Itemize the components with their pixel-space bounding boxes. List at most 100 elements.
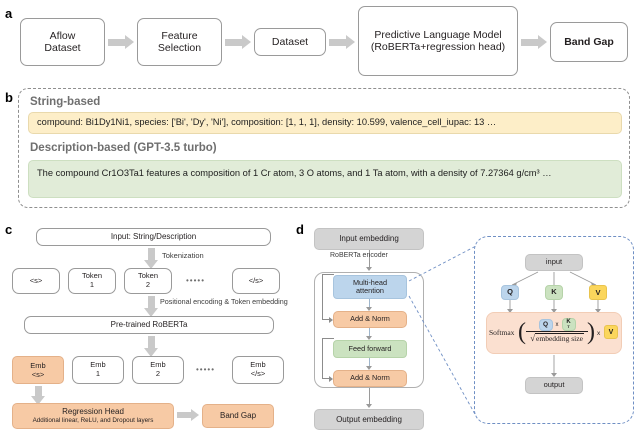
plm-line1: Predictive Language Model xyxy=(374,28,502,41)
embedding-box-start-line1: Emb xyxy=(30,361,46,370)
attention-output-label: output xyxy=(543,380,565,390)
input-embedding-label: Input embedding xyxy=(339,234,399,244)
token-box-start: <s> xyxy=(12,268,60,294)
description-based-example-strip: The compound Cr1O3Ta1 features a composi… xyxy=(28,160,622,198)
arrowhead-mha-to-addnorm1 xyxy=(366,307,372,311)
token-box-1-line2: 1 xyxy=(89,280,95,289)
feed-forward-box: Feed forward xyxy=(333,340,407,358)
arrow-regression-to-bandgap xyxy=(177,409,199,422)
attention-input-label: input xyxy=(545,257,563,267)
attention-input-box: input xyxy=(525,254,583,271)
key-box: K xyxy=(545,285,563,300)
add-norm-label-1: Add & Norm xyxy=(350,314,390,324)
predictive-language-model-box: Predictive Language Model (RoBERTa+regre… xyxy=(358,6,518,76)
pretrained-roberta-box: Pre-trained RoBERTa xyxy=(24,316,274,334)
token-box-1-line1: Token xyxy=(81,271,102,281)
embedding-box-start-line2: <s> xyxy=(31,370,45,379)
string-based-example-strip: compound: Bi1Dy1Ni1, species: ['Bi', 'Dy… xyxy=(28,112,622,134)
residual-line-1-bottom xyxy=(322,319,330,320)
arrowhead-residual-1 xyxy=(329,316,333,323)
outer-value-label: V xyxy=(608,328,614,336)
embedding-box-2: Emb 2 xyxy=(132,356,184,384)
numerator-q-box: Q xyxy=(538,318,553,331)
embedding-box-1: Emb 1 xyxy=(72,356,124,384)
token-box-start-label: <s> xyxy=(29,275,43,285)
panel-d-letter: d xyxy=(296,222,304,237)
add-norm-box-1: Add & Norm xyxy=(333,311,407,328)
regression-head-title: Regression Head xyxy=(62,407,124,417)
embedding-box-1-line2: 1 xyxy=(95,369,101,378)
embedding-box-end-line1: Emb xyxy=(250,360,266,370)
arrow-emb-to-regression xyxy=(31,386,45,405)
open-paren: ( xyxy=(518,319,526,345)
positional-encoding-label: Positional encoding & Token embedding xyxy=(160,297,288,306)
arrow-roberta-to-emb xyxy=(144,336,158,357)
token-box-end-label: </s> xyxy=(248,275,264,285)
dataset-label: Dataset xyxy=(271,35,309,48)
numerator-q-label: Q xyxy=(542,320,549,328)
outer-value-box: V xyxy=(604,325,618,339)
softmax-formula-card xyxy=(486,312,622,354)
plm-line2: (RoBERTa+regression head) xyxy=(370,41,506,53)
output-embedding-box: Output embedding xyxy=(314,409,424,430)
regression-head-subtitle: Additional linear, ReLU, and Dropout lay… xyxy=(32,417,154,425)
feature-selection-box: Feature Selection xyxy=(137,18,222,66)
arrow-plm-to-bandgap xyxy=(521,35,547,49)
arrowhead-encoder-to-output xyxy=(366,404,372,408)
add-norm-box-2: Add & Norm xyxy=(333,370,407,387)
tokenization-label: Tokenization xyxy=(162,251,204,260)
feature-selection-line2: Selection xyxy=(157,42,202,54)
arrowhead-ff-to-addnorm2 xyxy=(366,366,372,370)
value-box: V xyxy=(589,285,607,300)
token-box-2-line1: Token xyxy=(137,271,158,281)
token-box-1: Token 1 xyxy=(68,268,116,294)
string-based-label: String-based xyxy=(30,96,101,108)
embedding-box-2-line1: Emb xyxy=(150,360,166,370)
connector-ff-to-addnorm2 xyxy=(369,358,370,367)
token-box-2-line2: 2 xyxy=(145,280,151,289)
residual-line-2-vert xyxy=(322,338,323,378)
panel-b-letter: b xyxy=(5,90,13,105)
input-string-description-box: Input: String/Description xyxy=(36,228,271,246)
embedding-box-1-line1: Emb xyxy=(90,360,106,370)
arrowhead-residual-2 xyxy=(329,375,333,382)
arrow-feature-to-dataset xyxy=(225,35,251,49)
numerator-k-transpose: T xyxy=(567,324,570,330)
multi-head-attention-box: Multi-head attention xyxy=(333,275,407,299)
embedding-box-end-line2: </s> xyxy=(250,369,266,378)
panel-a-letter: a xyxy=(5,6,13,21)
panel-c-letter: c xyxy=(5,222,13,237)
denominator-label: embedding size xyxy=(535,333,584,343)
query-box: Q xyxy=(501,285,519,300)
input-string-description-label: Input: String/Description xyxy=(110,232,197,242)
aflow-dataset-line1: Aflow xyxy=(49,29,76,42)
arrow-dataset-to-plm xyxy=(329,35,355,49)
connector-input-to-encoder xyxy=(369,250,370,268)
numerator-k-box: K T xyxy=(561,318,576,331)
roberta-encoder-label: RoBERTa encoder xyxy=(330,252,388,259)
numerator-k-label: K xyxy=(566,319,571,326)
attention-fraction: Q x K T √ embedding size xyxy=(526,318,588,344)
aflow-dataset-line2: Dataset xyxy=(44,42,81,54)
token-box-2: Token 2 xyxy=(124,268,172,294)
feature-selection-line1: Feature xyxy=(161,29,198,42)
band-gap-box-a: Band Gap xyxy=(550,22,628,62)
arrowhead-input-to-encoder xyxy=(366,267,372,271)
embedding-box-end: Emb </s> xyxy=(232,356,284,384)
arrow-aflow-to-feature xyxy=(108,35,134,49)
outer-times: x xyxy=(597,330,601,337)
connector-mha-to-addnorm1 xyxy=(369,299,370,308)
numerator-times: x xyxy=(555,321,559,328)
aflow-dataset-box: Aflow Dataset xyxy=(20,18,105,66)
regression-head-box: Regression Head Additional linear, ReLU,… xyxy=(12,403,174,429)
token-ellipsis: ••••• xyxy=(186,276,206,285)
band-gap-box-c: Band Gap xyxy=(202,404,274,428)
embedding-ellipsis: ••••• xyxy=(196,365,216,374)
band-gap-label-c: Band Gap xyxy=(219,411,257,421)
connector-addnorm1-to-ff xyxy=(369,328,370,337)
feed-forward-label: Feed forward xyxy=(348,343,392,353)
query-label: Q xyxy=(507,287,513,297)
close-paren: ) xyxy=(587,319,595,345)
dataset-box: Dataset xyxy=(254,28,326,56)
value-label: V xyxy=(595,288,601,297)
